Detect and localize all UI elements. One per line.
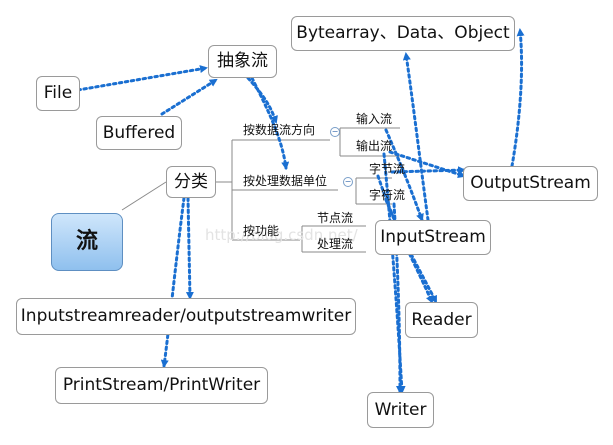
node-inputstream[interactable]: InputStream xyxy=(375,220,491,255)
node-converters[interactable]: Inputstreamreader/outputstreamwriter xyxy=(16,298,356,335)
branch-by-unit[interactable]: 按处理数据单位 xyxy=(243,174,328,188)
collapse-toggle-direction[interactable]: − xyxy=(330,127,340,137)
arrow-input-inputstream xyxy=(384,128,424,222)
arrow-file-abstract xyxy=(76,65,208,92)
node-printstream-printwriter[interactable]: PrintStream/PrintWriter xyxy=(55,367,268,404)
node-classify[interactable]: 分类 xyxy=(166,166,216,198)
leaf-node-stream[interactable]: 节点流 xyxy=(317,211,354,225)
arrow-abstract-unit xyxy=(250,76,290,170)
arrow-inputstream-bytearray xyxy=(402,52,430,222)
arrow-output-outputstream xyxy=(388,150,466,178)
branch-by-direction[interactable]: 按数据流方向 xyxy=(243,123,316,137)
leaf-output-stream[interactable]: 输出流 xyxy=(356,139,393,153)
node-outputstream[interactable]: OutputStream xyxy=(463,166,598,201)
connector-root-classify xyxy=(121,181,167,211)
arrow-buffered-abstract xyxy=(160,78,218,116)
root-node[interactable]: 流 xyxy=(51,213,123,271)
arrow-abstract-direction xyxy=(246,76,278,124)
node-buffered[interactable]: Buffered xyxy=(96,116,182,150)
leaf-char-stream[interactable]: 字符流 xyxy=(369,188,406,202)
arrow-byte-outputstream xyxy=(390,166,466,175)
node-bytearray-data-object[interactable]: Bytearray、Data、Object xyxy=(291,16,515,51)
node-abstract-stream[interactable]: 抽象流 xyxy=(208,45,277,78)
leaf-input-stream[interactable]: 输入流 xyxy=(356,112,393,126)
arrow-output-writer xyxy=(382,152,406,394)
arrow-outputstream-bytearray xyxy=(510,28,525,168)
branch-by-function[interactable]: 按功能 xyxy=(243,224,280,238)
node-file[interactable]: File xyxy=(36,76,80,111)
collapse-toggle-unit[interactable]: − xyxy=(343,177,353,187)
node-reader[interactable]: Reader xyxy=(405,302,478,338)
watermark: http://blog.csdn.net/ xyxy=(205,226,358,244)
node-writer[interactable]: Writer xyxy=(367,392,434,428)
arrow-classify-printstream xyxy=(160,196,186,368)
leaf-byte-stream[interactable]: 字节流 xyxy=(369,162,406,176)
arrow-classify-converters xyxy=(185,196,194,300)
leaf-processing-stream[interactable]: 处理流 xyxy=(317,237,354,251)
